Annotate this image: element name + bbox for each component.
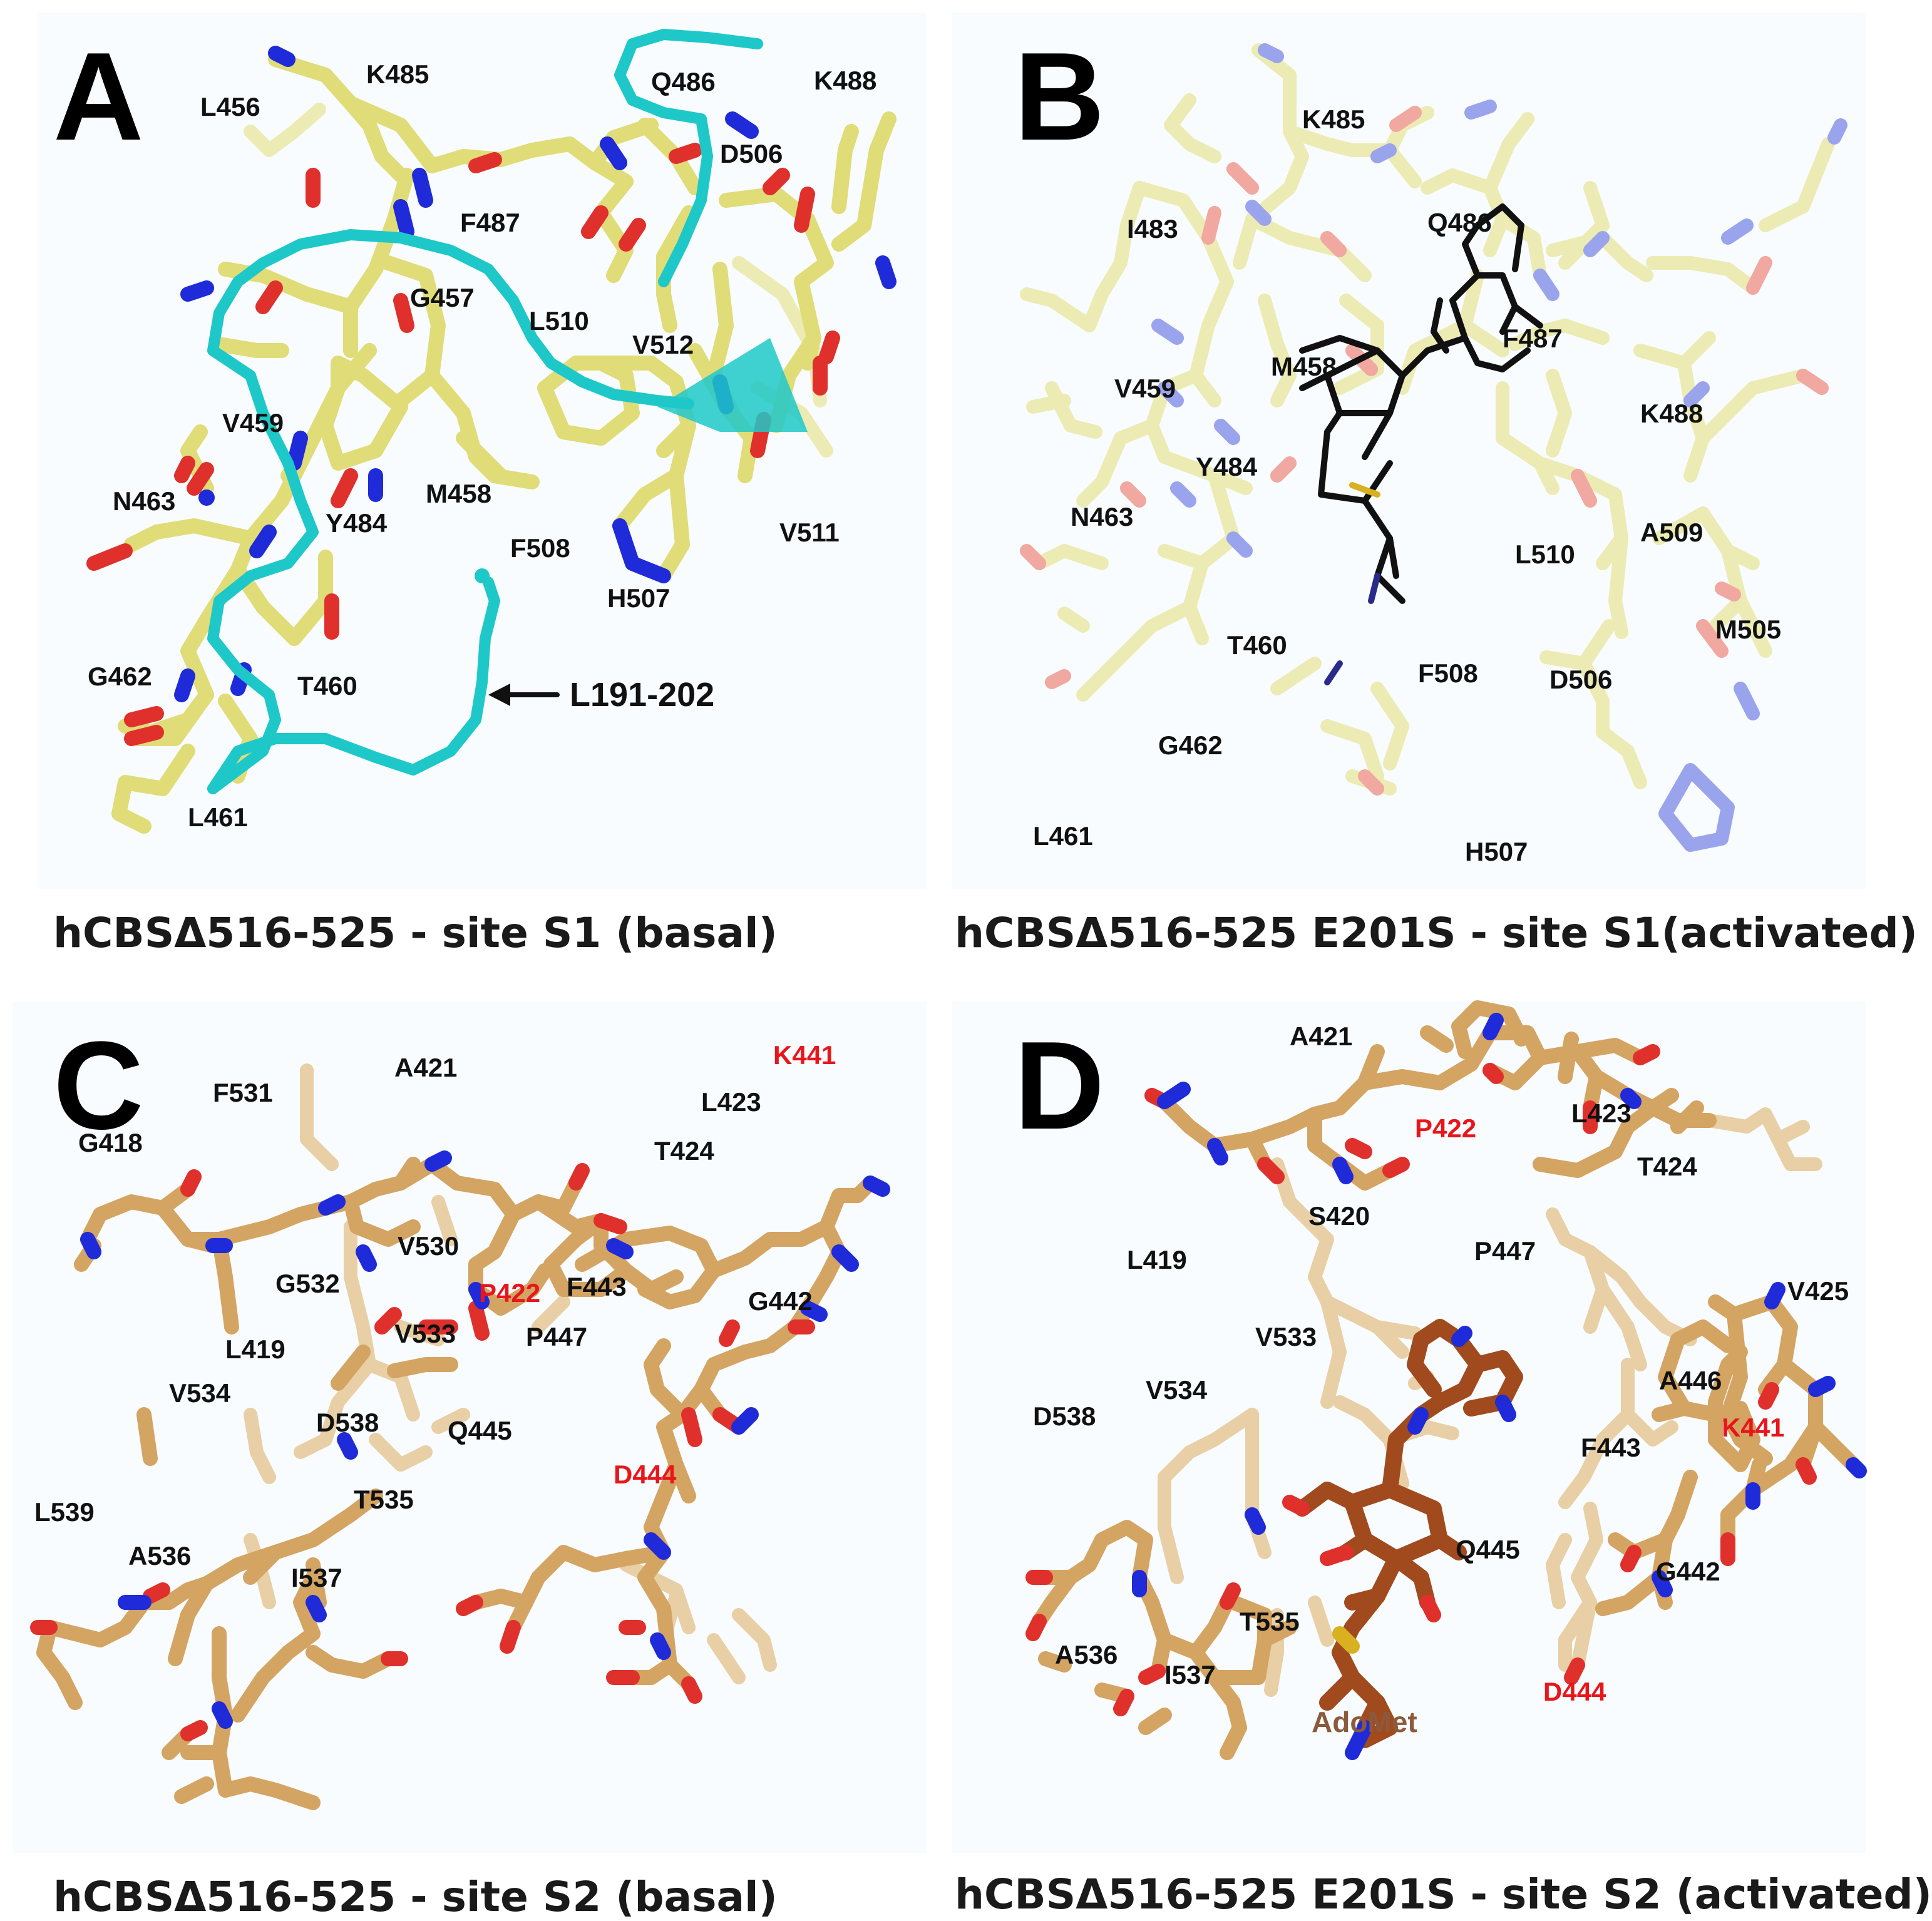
residue-label: A536 — [128, 1541, 192, 1570]
residue-label: Q445 — [1456, 1535, 1520, 1564]
residue-label: A509 — [1640, 518, 1703, 547]
residue-label: T460 — [297, 671, 357, 700]
residue-label: V534 — [169, 1378, 231, 1408]
adomet-label: AdoMet — [1312, 1706, 1417, 1738]
panel-b: B K485 I483 Q486 F487 M458 V459 K488 Y48… — [939, 0, 1918, 976]
residue-label: Y484 — [1196, 452, 1258, 481]
residue-label-highlight: K441 — [773, 1040, 836, 1070]
residue-label: F443 — [567, 1272, 627, 1301]
panel-c-background — [13, 1001, 927, 1853]
residue-label: Q486 — [1427, 208, 1492, 237]
residue-label: H507 — [1465, 837, 1528, 866]
panel-b-letter: B — [1014, 27, 1105, 166]
residue-label: V530 — [398, 1231, 460, 1261]
residue-label: L461 — [188, 802, 248, 832]
residue-label: M458 — [426, 479, 492, 508]
panel-a-letter: A — [53, 27, 144, 166]
residue-label: V425 — [1787, 1276, 1849, 1306]
panel-c-structure — [13, 1001, 927, 1853]
residue-label: M505 — [1715, 615, 1782, 644]
residue-label: P447 — [526, 1322, 588, 1351]
panel-b-background — [952, 13, 1866, 889]
residue-label: G532 — [275, 1269, 340, 1298]
residue-label: V533 — [1255, 1322, 1317, 1351]
residue-label: G418 — [78, 1128, 143, 1157]
residue-label: Y484 — [326, 508, 388, 538]
panel-b-structure — [952, 13, 1866, 889]
residue-label: I537 — [1164, 1660, 1216, 1689]
residue-label: V511 — [779, 518, 840, 547]
residue-label: H507 — [607, 583, 671, 613]
panel-a-structure — [38, 13, 927, 889]
residue-label: F508 — [510, 533, 570, 563]
residue-label: Q445 — [448, 1416, 512, 1445]
panel-c-caption: hCBSΔ516-525 - site S2 (basal) — [53, 1873, 778, 1921]
residue-label: V512 — [632, 330, 694, 359]
panel-a-caption: hCBSΔ516-525 - site S1 (basal) — [53, 909, 778, 957]
residue-label: L456 — [200, 92, 260, 121]
residue-label: A446 — [1659, 1366, 1722, 1395]
residue-label: N463 — [113, 486, 176, 516]
residue-label: G442 — [748, 1286, 813, 1316]
panel-b-caption: hCBSΔ516-525 E201S - site S1(activated) — [955, 909, 1918, 957]
residue-label: F487 — [1503, 324, 1563, 353]
residue-label: P447 — [1474, 1236, 1536, 1266]
residue-label: F443 — [1581, 1433, 1641, 1462]
residue-label: K485 — [366, 59, 429, 89]
residue-label: K488 — [814, 66, 877, 95]
residue-label: L539 — [34, 1497, 95, 1527]
residue-label: D538 — [1033, 1401, 1096, 1431]
residue-label-highlight: D444 — [614, 1460, 677, 1489]
residue-label: I483 — [1127, 214, 1178, 243]
panel-d: D A421 P422 L423 T424 S420 P447 V425 L41… — [939, 976, 1932, 1918]
residue-label: S420 — [1308, 1201, 1370, 1231]
residue-label: V533 — [394, 1319, 456, 1348]
panel-a: A L456 K485 Q486 K488 D506 F487 G457 L51… — [0, 0, 939, 976]
panel-c: C K441 F531 A421 L423 G418 T424 V530 P42… — [0, 976, 939, 1921]
residue-label: M458 — [1271, 352, 1337, 381]
residue-label: L423 — [1571, 1099, 1631, 1128]
residue-label: A421 — [1290, 1022, 1353, 1051]
residue-label: G462 — [1158, 730, 1223, 760]
residue-label: D506 — [720, 139, 783, 168]
residue-label: L510 — [1515, 540, 1575, 569]
residue-label: F508 — [1418, 658, 1478, 688]
residue-label: Q486 — [651, 67, 716, 96]
residue-label: L423 — [701, 1087, 761, 1117]
residue-label-highlight: K441 — [1722, 1413, 1785, 1442]
residue-label: T535 — [354, 1485, 414, 1514]
residue-label-highlight: D444 — [1543, 1677, 1606, 1706]
residue-label: L461 — [1033, 821, 1093, 851]
residue-label: N463 — [1071, 502, 1134, 531]
panel-d-structure — [952, 1000, 1867, 1853]
residue-label: F531 — [213, 1078, 273, 1107]
residue-label: T535 — [1240, 1607, 1300, 1636]
residue-label: L419 — [1127, 1245, 1187, 1274]
residue-label: T424 — [1637, 1152, 1697, 1181]
residue-label-highlight: P422 — [479, 1278, 541, 1308]
residue-label-highlight: P422 — [1415, 1114, 1477, 1143]
residue-label: V459 — [1114, 374, 1176, 403]
residue-label: G442 — [1656, 1557, 1720, 1586]
panel-d-caption: hCBSΔ516-525 E201S - site S2 (activated) — [955, 1870, 1932, 1918]
residue-label: G462 — [88, 662, 152, 691]
residue-label: T424 — [654, 1136, 714, 1165]
residue-label: A421 — [394, 1053, 458, 1082]
residue-label: A536 — [1055, 1640, 1118, 1669]
residue-label: K488 — [1640, 399, 1703, 428]
residue-label: T460 — [1227, 630, 1287, 660]
residue-label: I537 — [291, 1563, 342, 1592]
residue-label: V459 — [222, 408, 284, 438]
panel-d-letter: D — [1014, 1016, 1105, 1155]
residue-label: V534 — [1146, 1375, 1208, 1405]
residue-label: L510 — [529, 306, 589, 336]
loop-arrow-label: L191-202 — [570, 676, 715, 714]
residue-label: D538 — [316, 1408, 379, 1437]
residue-label: L419 — [225, 1334, 285, 1364]
residue-label: D506 — [1549, 665, 1613, 694]
residue-label: G457 — [410, 283, 475, 312]
panel-c-letter: C — [53, 1016, 144, 1155]
residue-label: K485 — [1302, 105, 1365, 134]
residue-label: F487 — [460, 208, 520, 237]
